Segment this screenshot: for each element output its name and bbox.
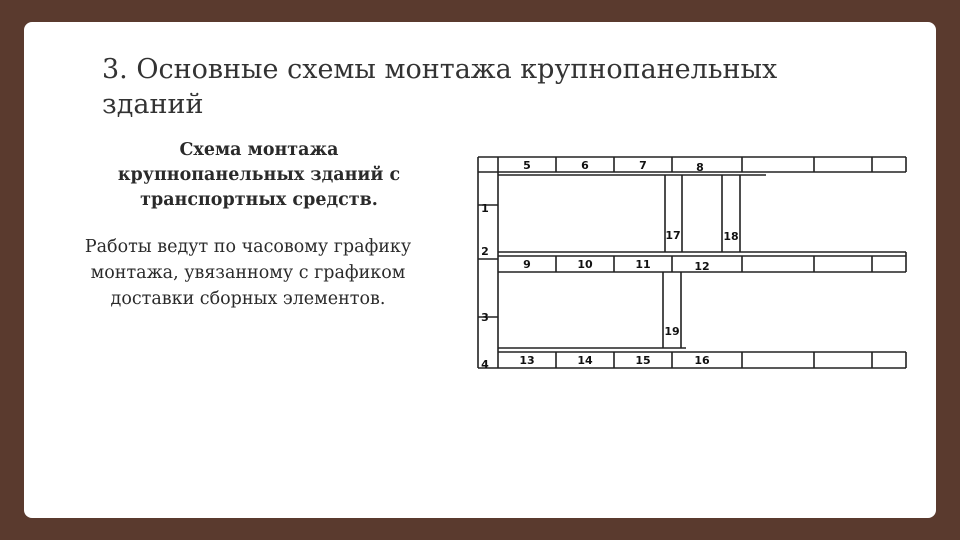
panel-label: 19 <box>664 325 679 338</box>
slide-subtitle: Схема монтажа крупнопанельных зданий с т… <box>117 140 401 210</box>
panel-label: 14 <box>577 354 593 367</box>
panel-label: 3 <box>481 311 489 324</box>
slide-title: 3. Основные схемы монтажа крупнопанельны… <box>102 54 778 120</box>
panel-label: 18 <box>723 230 738 243</box>
panel-label: 15 <box>635 354 650 367</box>
panel-label: 16 <box>694 354 710 367</box>
panel-label: 6 <box>581 159 589 172</box>
panel-label: 5 <box>523 159 531 172</box>
panel-label: 1 <box>481 202 489 215</box>
panel-label: 13 <box>519 354 534 367</box>
panel-label: 8 <box>696 161 704 174</box>
slide: 3. Основные схемы монтажа крупнопанельны… <box>24 22 936 518</box>
panel-label: 10 <box>577 258 593 271</box>
panel-label: 11 <box>635 258 650 271</box>
mounting-scheme-diagram: 1 2 3 4 5 6 7 8 9 10 11 12 13 14 15 16 1… <box>476 152 908 374</box>
panel-label: 9 <box>523 258 531 271</box>
panel-label: 17 <box>665 229 680 242</box>
panel-label: 12 <box>694 260 709 273</box>
panel-label: 2 <box>481 245 489 258</box>
slide-body-text: Работы ведут по часовому графику монтажа… <box>84 237 412 309</box>
panel-label: 7 <box>639 159 647 172</box>
panel-label: 4 <box>481 358 489 371</box>
mounting-scheme-svg: 1 2 3 4 5 6 7 8 9 10 11 12 13 14 15 16 1… <box>477 156 907 371</box>
